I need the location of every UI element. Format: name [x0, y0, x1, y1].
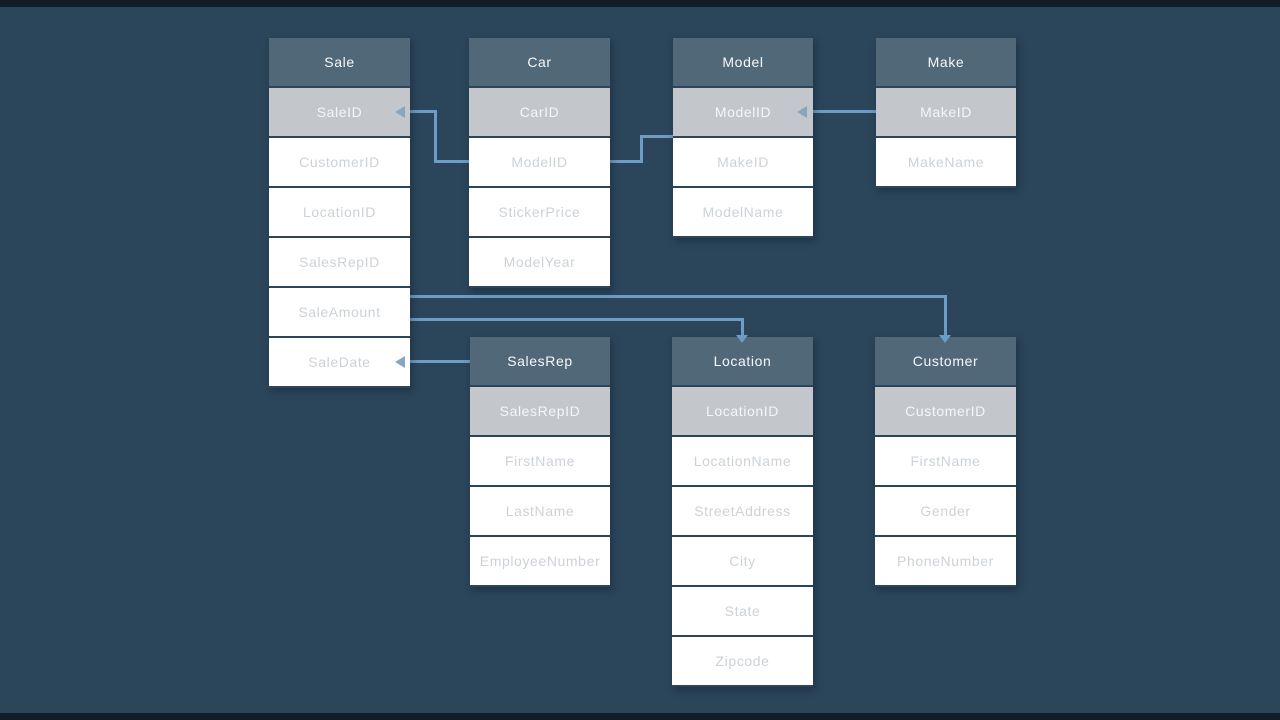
connector-model-modelid-to-make-seg0 — [813, 110, 876, 113]
table-title-salesrep: SalesRep — [470, 337, 610, 385]
field-location-state: State — [672, 587, 813, 635]
field-location-city: City — [672, 537, 813, 585]
arrow-model-modelid — [797, 106, 807, 118]
key-field-customer-customer-id: CustomerID — [875, 387, 1016, 435]
key-field-location-location-id: LocationID — [672, 387, 813, 435]
table-title-car: Car — [469, 38, 610, 86]
field-make-make-name: MakeName — [876, 138, 1016, 186]
field-car-model-year: ModelYear — [469, 238, 610, 286]
connector-sale-saleid-to-car-seg2 — [434, 160, 469, 163]
connector-sale-saleid-to-car-seg1 — [434, 110, 437, 163]
connector-car-modelid-to-model-seg2 — [640, 135, 673, 138]
arrow-sale-saleid — [395, 106, 405, 118]
field-car-sticker-price: StickerPrice — [469, 188, 610, 236]
table-title-make: Make — [876, 38, 1016, 86]
field-sale-sale-date: SaleDate — [269, 338, 410, 386]
letterbox-top — [0, 0, 1280, 7]
connector-saledate-to-salesrep-seg0 — [410, 360, 470, 363]
field-car-model-id: ModelID — [469, 138, 610, 186]
field-sale-location-id: LocationID — [269, 188, 410, 236]
field-model-make-id: MakeID — [673, 138, 813, 186]
field-sale-customer-id: CustomerID — [269, 138, 410, 186]
key-field-model-model-id: ModelID — [673, 88, 813, 136]
table-title-customer: Customer — [875, 337, 1016, 385]
connector-sale-to-customer-seg1 — [944, 295, 947, 339]
field-sale-sale-amount: SaleAmount — [269, 288, 410, 336]
field-salesrep-first-name: FirstName — [470, 437, 610, 485]
key-field-make-make-id: MakeID — [876, 88, 1016, 136]
connector-car-modelid-to-model-seg1 — [640, 135, 643, 163]
field-salesrep-employee-number: EmployeeNumber — [470, 537, 610, 585]
field-location-street-address: StreetAddress — [672, 487, 813, 535]
connector-car-modelid-to-model-seg0 — [610, 160, 643, 163]
key-field-salesrep-sales-rep-id: SalesRepID — [470, 387, 610, 435]
connector-sale-to-location-seg0 — [410, 318, 744, 321]
field-customer-gender: Gender — [875, 487, 1016, 535]
field-model-model-name: ModelName — [673, 188, 813, 236]
table-title-model: Model — [673, 38, 813, 86]
arrow-sale-saledate — [395, 356, 405, 368]
arrow-location-header — [736, 335, 748, 343]
letterbox-bottom — [0, 713, 1280, 720]
field-salesrep-last-name: LastName — [470, 487, 610, 535]
field-customer-phone-number: PhoneNumber — [875, 537, 1016, 585]
key-field-sale-sale-id: SaleID — [269, 88, 410, 136]
arrow-customer-header — [939, 335, 951, 343]
table-title-location: Location — [672, 337, 813, 385]
field-location-location-name: LocationName — [672, 437, 813, 485]
field-location-zipcode: Zipcode — [672, 637, 813, 685]
key-field-car-car-id: CarID — [469, 88, 610, 136]
connector-sale-saleid-to-car-seg0 — [410, 110, 437, 113]
field-customer-first-name: FirstName — [875, 437, 1016, 485]
connector-sale-to-customer-seg0 — [410, 295, 947, 298]
table-title-sale: Sale — [269, 38, 410, 86]
field-sale-sales-rep-id: SalesRepID — [269, 238, 410, 286]
connector-sale-to-location-seg1 — [741, 318, 744, 339]
